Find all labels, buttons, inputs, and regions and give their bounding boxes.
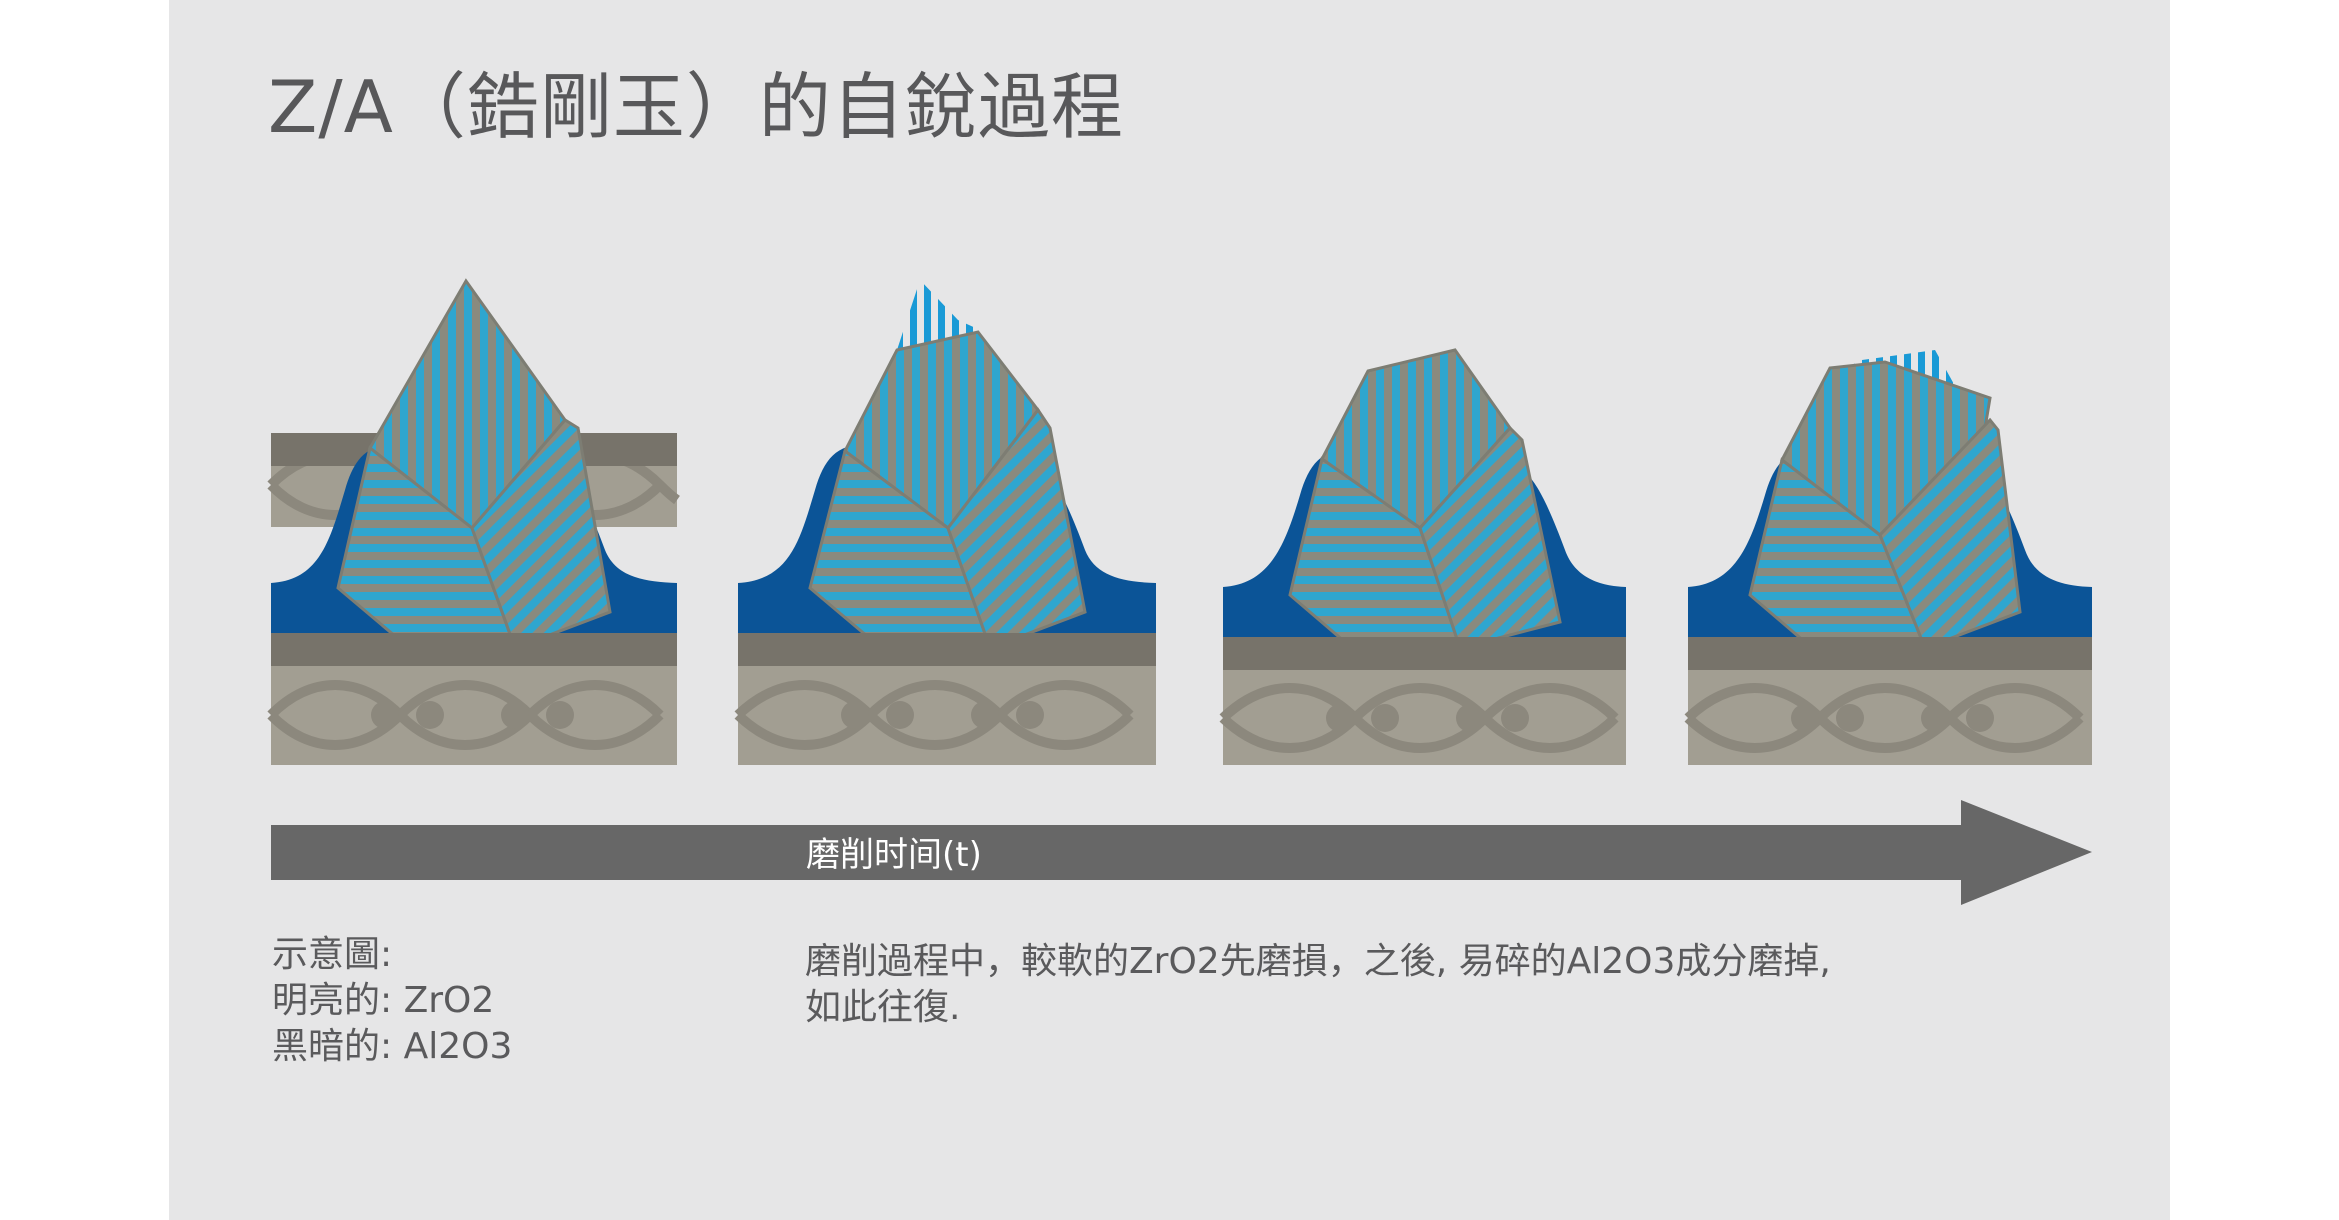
stage-2-zro2-wearing xyxy=(734,280,1156,765)
time-axis-label: 磨削时间(t) xyxy=(806,835,982,875)
process-description: 磨削過程中，較軟的ZrO2先磨損，之後, 易碎的Al2O3成分磨掉, 如此往復. xyxy=(805,939,1831,1031)
self-sharpening-diagram: 磨削时间(t) xyxy=(267,278,2092,905)
stage-1-intact-grain xyxy=(267,278,680,765)
description-line-2: 如此往復. xyxy=(805,987,961,1028)
stage-2-wear-tips xyxy=(897,280,980,352)
time-arrow-shaft xyxy=(271,825,1961,880)
legend-block: 示意圖: 明亮的: ZrO2 黑暗的: Al2O3 xyxy=(272,932,512,1070)
time-arrow: 磨削时间(t) xyxy=(271,800,2092,905)
stage-1-grain-right xyxy=(470,418,612,650)
time-arrow-head xyxy=(1961,800,2092,905)
stage-4-cycle-repeats xyxy=(1684,350,2092,765)
legend-heading: 示意圖: xyxy=(272,934,393,975)
legend-bright: 明亮的: ZrO2 xyxy=(272,980,495,1021)
description-line-1: 磨削過程中，較軟的ZrO2先磨損，之後, 易碎的Al2O3成分磨掉, xyxy=(805,941,1831,982)
figure-panel: Z/A（鋯剛玉）的自銳過程 xyxy=(169,0,2170,1220)
stage-3-al2o3-breaking xyxy=(1219,348,1626,765)
page-title: Z/A（鋯剛玉）的自銳過程 xyxy=(268,65,1124,149)
legend-dark: 黑暗的: Al2O3 xyxy=(272,1026,513,1067)
